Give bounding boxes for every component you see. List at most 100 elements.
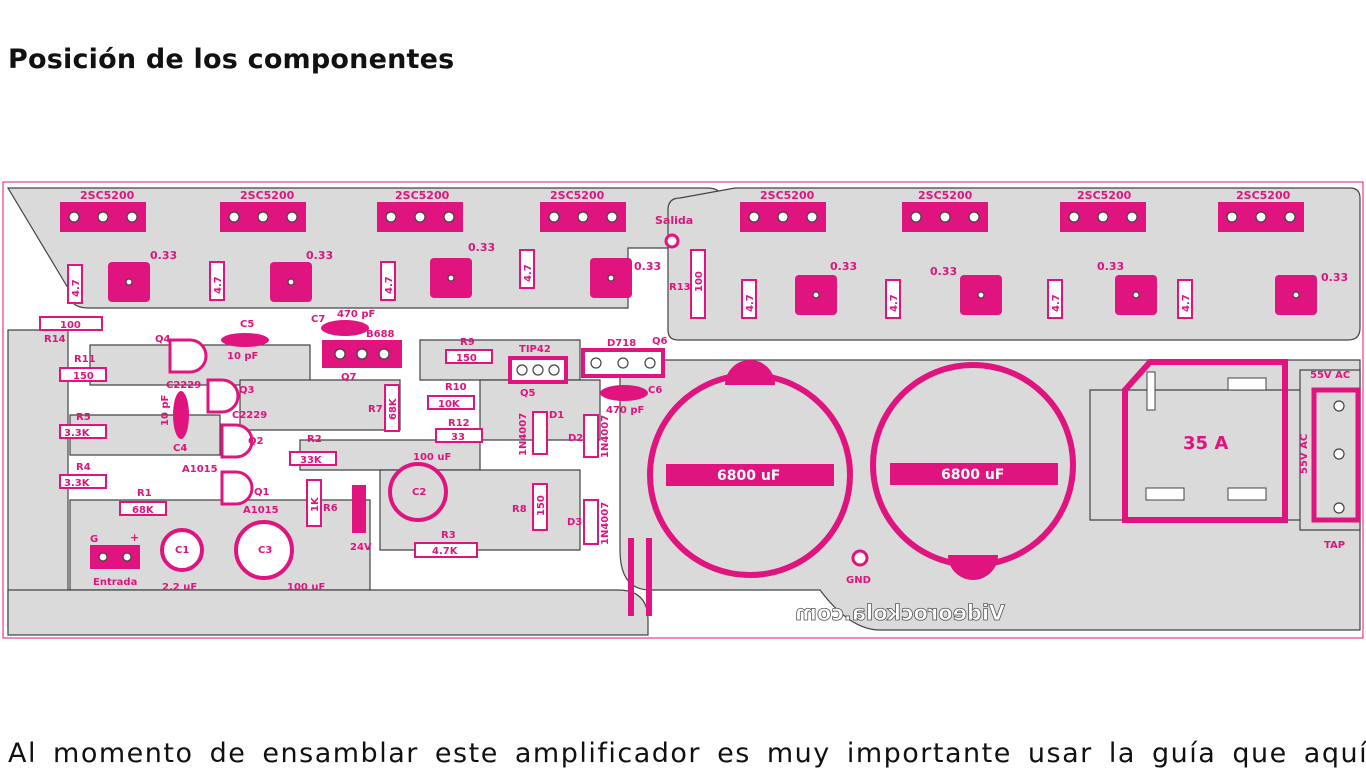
copper-bottom-strip (7, 589, 649, 636)
r11-resistor (59, 367, 107, 382)
svg-text:33: 33 (451, 432, 465, 443)
q1-transistor (220, 470, 254, 506)
r4-resistor (59, 474, 107, 489)
svg-text:100: 100 (694, 271, 705, 292)
bridge-rectifier (1122, 359, 1288, 523)
svg-text:Q5: Q5 (520, 388, 536, 399)
svg-text:4.7: 4.7 (523, 264, 534, 282)
svg-text:10 pF: 10 pF (160, 395, 171, 426)
svg-text:150: 150 (456, 353, 477, 364)
svg-text:68K: 68K (388, 397, 399, 420)
q3-transistor (206, 378, 240, 414)
svg-text:24V: 24V (350, 542, 372, 553)
svg-text:6800 uF: 6800 uF (941, 467, 1004, 483)
svg-text:2SC5200: 2SC5200 (240, 189, 295, 202)
svg-text:1N4007: 1N4007 (518, 413, 529, 456)
svg-text:2SC5200: 2SC5200 (760, 189, 815, 202)
svg-text:Videorockola.com: Videorockola.com (795, 601, 1005, 625)
svg-text:0.33: 0.33 (306, 249, 333, 262)
r7-resistor (384, 384, 400, 432)
svg-text:1K: 1K (310, 496, 321, 512)
svg-text:C3: C3 (258, 545, 272, 556)
c7-capacitor (321, 320, 369, 336)
output-transistor-8: 2SC5200 (1218, 189, 1304, 232)
c2-capacitor (388, 462, 448, 522)
body-text: Al momento de ensamblar este amplificado… (8, 738, 1366, 769)
output-transistor-6: 2SC5200 (902, 189, 988, 232)
svg-text:2SC5200: 2SC5200 (80, 189, 135, 202)
svg-text:R1: R1 (137, 488, 152, 499)
svg-text:33K: 33K (300, 455, 323, 466)
svg-text:2SC5200: 2SC5200 (918, 189, 973, 202)
svg-text:C2229: C2229 (166, 380, 201, 391)
svg-text:D3: D3 (567, 517, 582, 528)
c3-capacitor (234, 520, 294, 580)
gnd-pad (851, 549, 869, 567)
svg-text:R7: R7 (368, 404, 383, 415)
svg-text:4.7: 4.7 (889, 294, 900, 312)
svg-text:R11: R11 (74, 354, 96, 365)
svg-text:68K: 68K (132, 505, 155, 516)
svg-text:R8: R8 (512, 504, 527, 515)
svg-text:470 pF: 470 pF (337, 309, 375, 320)
output-transistor-3: 2SC5200 (377, 189, 463, 232)
svg-text:GND: GND (846, 575, 871, 586)
c4-capacitor (173, 391, 189, 439)
input-connector (90, 545, 140, 569)
r10-resistor (427, 395, 475, 410)
svg-text:R9: R9 (460, 337, 475, 348)
svg-text:TAP: TAP (1324, 540, 1345, 551)
salida-label: Salida (655, 214, 693, 227)
svg-text:0.33: 0.33 (634, 260, 661, 273)
svg-text:C4: C4 (173, 443, 187, 454)
svg-text:B688: B688 (366, 329, 395, 340)
svg-text:0.33: 0.33 (830, 260, 857, 273)
r1-resistor (119, 501, 167, 516)
svg-text:C7: C7 (311, 314, 325, 325)
svg-text:C5: C5 (240, 319, 254, 330)
d3-diode (583, 499, 599, 545)
svg-text:A1015: A1015 (243, 505, 279, 516)
svg-text:6800 uF: 6800 uF (717, 468, 780, 484)
svg-text:R10: R10 (445, 382, 467, 393)
c5-capacitor (221, 333, 269, 347)
svg-text:R13: R13 (669, 282, 691, 293)
d2-diode (583, 414, 599, 458)
svg-text:Q7: Q7 (341, 372, 357, 383)
watermark: Videorockola.com (795, 601, 1006, 626)
svg-text:100 uF: 100 uF (287, 582, 325, 593)
svg-text:D718: D718 (607, 338, 636, 349)
output-transistor-1: 2SC5200 (60, 189, 146, 232)
svg-text:4.7: 4.7 (213, 276, 224, 294)
output-transistor-2: 2SC5200 (220, 189, 306, 232)
svg-text:R5: R5 (76, 412, 91, 423)
svg-text:10K: 10K (438, 399, 461, 410)
output-transistor-5: 2SC5200 (740, 189, 826, 232)
r8-resistor (532, 483, 548, 531)
svg-text:100 uF: 100 uF (413, 452, 451, 463)
svg-text:Q3: Q3 (239, 385, 255, 396)
svg-text:Q2: Q2 (248, 436, 264, 447)
svg-text:C2: C2 (412, 487, 426, 498)
svg-text:10 pF: 10 pF (227, 351, 258, 362)
svg-text:4.7: 4.7 (745, 294, 756, 312)
svg-text:3.3K: 3.3K (64, 478, 91, 489)
svg-text:4.7: 4.7 (384, 276, 395, 294)
svg-text:35 A: 35 A (1183, 433, 1228, 454)
svg-text:0.33: 0.33 (930, 265, 957, 278)
svg-text:4.7: 4.7 (1181, 294, 1192, 312)
svg-text:2SC5200: 2SC5200 (395, 189, 450, 202)
svg-text:C6: C6 (648, 385, 662, 396)
svg-text:R14: R14 (44, 334, 66, 345)
svg-text:2SC5200: 2SC5200 (1236, 189, 1291, 202)
r2-resistor (289, 451, 337, 466)
zener-diode (352, 485, 366, 533)
jumper-wire-2 (646, 538, 652, 616)
svg-text:1N4007: 1N4007 (600, 502, 611, 545)
q2-transistor (220, 423, 254, 459)
svg-text:2.2 uF: 2.2 uF (162, 582, 197, 593)
salida-pad (664, 233, 680, 249)
svg-text:G: G (90, 534, 98, 545)
svg-text:2SC5200: 2SC5200 (1077, 189, 1132, 202)
c6-capacitor (600, 385, 648, 401)
